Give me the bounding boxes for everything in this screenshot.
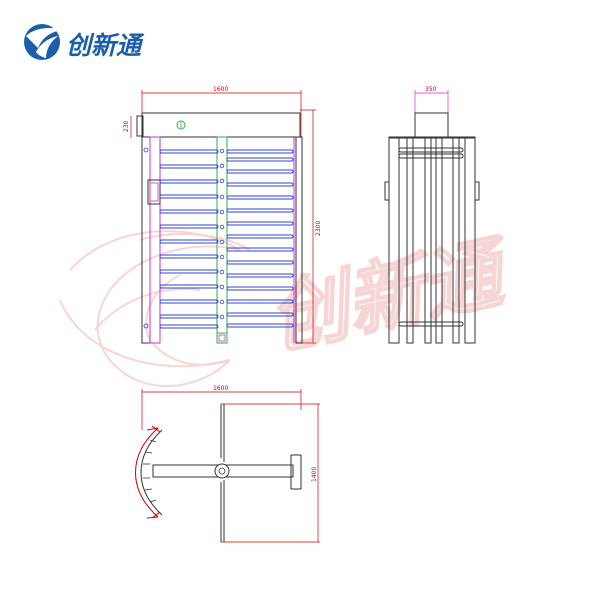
- front-indicator-lamp: [176, 120, 186, 130]
- side-reader-left: [384, 181, 390, 201]
- front-width-label: 1600: [213, 86, 228, 93]
- brand-name: 创新通: [66, 31, 145, 60]
- front-top-box: [136, 115, 144, 137]
- front-view: 1600 2300 230: [123, 86, 322, 344]
- front-rotor-arms: [226, 149, 294, 328]
- watermark-text: 创新通: [262, 227, 520, 366]
- front-width-dimension: [141, 90, 302, 138]
- front-top-label: 230: [123, 120, 130, 132]
- side-view: 350: [384, 86, 480, 344]
- front-height-dimension: [300, 109, 316, 344]
- side-width-label: 350: [425, 86, 437, 93]
- brand-logo-icon: [24, 24, 62, 60]
- side-reader-right: [474, 181, 480, 201]
- side-post-center-right: [435, 136, 443, 344]
- front-left-post-inner: [149, 136, 161, 344]
- top-depth-label: 1400: [311, 467, 318, 482]
- front-hinge-top: [143, 147, 149, 153]
- front-top-beam: [141, 112, 301, 138]
- top-width-dimension: [141, 389, 302, 430]
- front-height-label: 2300: [315, 221, 322, 236]
- front-right-post: [295, 136, 303, 344]
- rotor-base-inner: [218, 334, 226, 342]
- side-post-right: [464, 136, 476, 344]
- rotor-base: [216, 332, 228, 344]
- top-curved-gate: [135, 425, 163, 519]
- side-post-center-left: [424, 136, 432, 344]
- side-post-left: [388, 136, 400, 344]
- brand-logo: 创新通: [24, 24, 145, 60]
- top-width-label: 1600: [213, 385, 228, 392]
- side-width-dimension: [414, 90, 449, 113]
- top-view: 1600 1400: [135, 385, 320, 543]
- top-right-arm-end: [290, 454, 302, 490]
- side-crossbars: [398, 147, 464, 327]
- front-rotor-hubs: [219, 148, 225, 320]
- card-reader-face: [149, 182, 159, 202]
- watermark-logo-mark: [59, 230, 251, 387]
- top-rotor-hub: [214, 463, 230, 479]
- side-post-mid-right: [452, 136, 460, 344]
- front-hinge-bottom: [143, 323, 149, 329]
- side-post-mid-left: [406, 136, 414, 344]
- top-gate-teeth: [143, 439, 157, 503]
- side-top-box: [414, 112, 449, 138]
- front-left-comb: [159, 149, 219, 329]
- card-reader-box: [147, 179, 161, 205]
- top-rotor-hub-inner: [218, 467, 226, 475]
- top-depth-dimension: [221, 403, 320, 543]
